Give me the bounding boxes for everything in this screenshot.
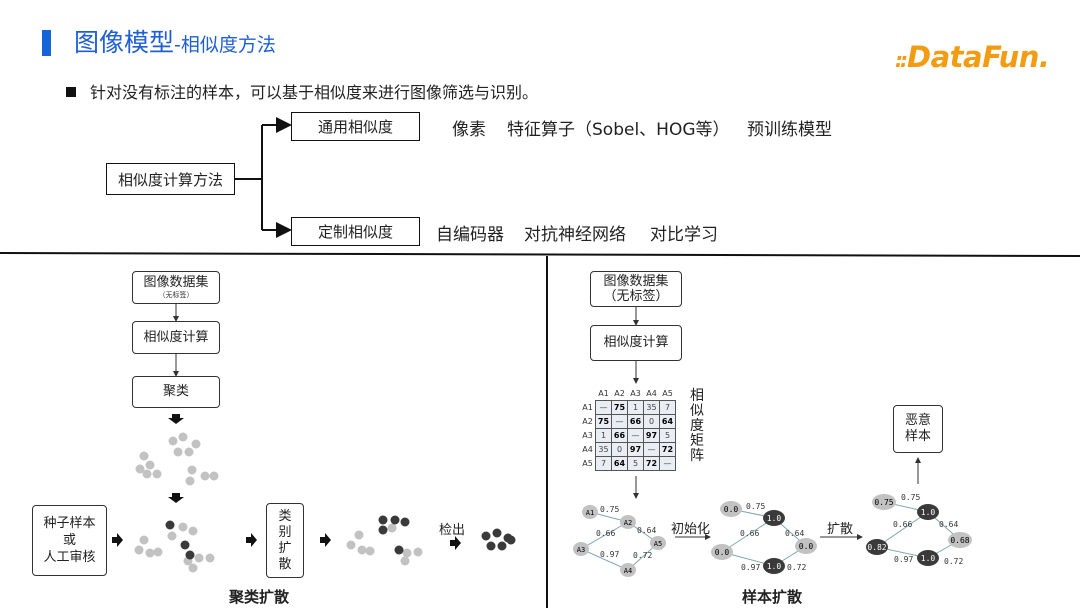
malicious-sample-box: 恶意样本: [893, 405, 943, 453]
custom-item-autoencoder: 自编码器: [436, 225, 504, 245]
svg-text:0.82: 0.82: [867, 543, 886, 552]
title-accent-bar: [42, 30, 51, 56]
svg-text:0.66: 0.66: [893, 520, 912, 529]
svg-text:0.75: 0.75: [874, 498, 893, 507]
right-similarity-box: 相似度计算: [590, 325, 682, 361]
matrix-label: 相似度矩阵: [690, 388, 704, 464]
init-label: 初始化: [671, 522, 711, 537]
svg-text:0.66: 0.66: [740, 529, 759, 538]
svg-text:0.72: 0.72: [633, 551, 652, 560]
svg-text:A2: A2: [624, 519, 632, 527]
general-item-pretrained: 预训练模型: [747, 120, 832, 140]
svg-text:1.0: 1.0: [921, 554, 936, 563]
spread-label: 扩散: [827, 522, 854, 537]
right-dataset-box: 图像数据集（无标签）: [590, 271, 682, 307]
general-similarity-box: 通用相似度: [291, 112, 420, 141]
seed-sample-box: 种子样本或人工审核: [32, 505, 107, 576]
page-title: 图像模型-相似度方法: [74, 28, 276, 57]
general-item-feature: 特征算子（Sobel、HOG等）: [507, 120, 730, 140]
detect-label: 检出: [439, 523, 466, 538]
custom-item-contrastive: 对比学习: [650, 225, 718, 245]
root-method-box: 相似度计算方法: [106, 163, 235, 195]
square-bullet-icon: [66, 87, 76, 97]
svg-text:0.64: 0.64: [939, 520, 958, 529]
custom-item-gan: 对抗神经网络: [524, 225, 626, 245]
graph1: A1 A2 A3 A4 A5 0.75 0.66 0.64 0.97 0.72: [573, 505, 666, 577]
svg-text:0.97: 0.97: [600, 550, 619, 559]
svg-text:0.64: 0.64: [785, 529, 804, 538]
graph3: 0.75 1.0 0.82 1.0 0.68 0.75 0.66 0.64 0.…: [866, 493, 972, 566]
bullet-text: 针对没有标注的样本，可以基于相似度来进行图像筛选与识别。: [66, 83, 538, 103]
svg-text:0.0: 0.0: [799, 542, 814, 551]
svg-text:0.0: 0.0: [724, 505, 739, 514]
svg-text:A5: A5: [654, 540, 662, 548]
svg-text:1.0: 1.0: [767, 562, 782, 571]
svg-text:1.0: 1.0: [767, 514, 782, 523]
svg-text:A1: A1: [586, 509, 594, 517]
svg-text:0.0: 0.0: [715, 548, 730, 557]
svg-text:0.72: 0.72: [944, 557, 963, 566]
svg-text:0.68: 0.68: [950, 536, 969, 545]
svg-text:0.75: 0.75: [600, 505, 619, 514]
right-caption: 样本扩散: [742, 588, 803, 606]
svg-text:0.64: 0.64: [637, 526, 656, 535]
left-dataset-box: 图像数据集（无标签）: [132, 271, 220, 304]
left-similarity-box: 相似度计算: [132, 321, 220, 354]
svg-text:0.97: 0.97: [894, 555, 913, 564]
svg-text:1.0: 1.0: [921, 508, 936, 517]
left-cluster-box: 聚类: [132, 376, 220, 408]
custom-similarity-box: 定制相似度: [291, 217, 420, 246]
svg-text:0.97: 0.97: [741, 563, 760, 572]
svg-text:A4: A4: [624, 567, 632, 575]
svg-text:0.75: 0.75: [746, 502, 765, 511]
general-item-pixel: 像素: [452, 120, 486, 140]
svg-text:0.66: 0.66: [596, 529, 615, 538]
graph2: 0.0 1.0 0.0 1.0 0.0 0.75 0.66 0.64 0.97 …: [711, 501, 817, 574]
left-caption: 聚类扩散: [229, 588, 290, 606]
category-spread-box: 类别扩散: [266, 503, 304, 578]
svg-text:A3: A3: [577, 546, 585, 554]
svg-text:0.75: 0.75: [901, 493, 920, 502]
svg-text:0.72: 0.72: [787, 563, 806, 572]
datafun-logo: ::DataFun.: [895, 40, 1050, 74]
